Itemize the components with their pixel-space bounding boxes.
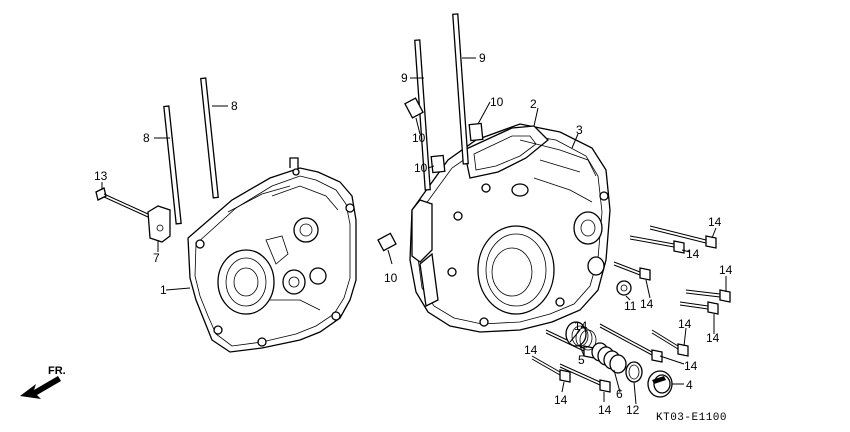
stud-bolts-9 xyxy=(414,13,469,191)
callout-7: 7 xyxy=(153,251,160,265)
callout-14: 14 xyxy=(684,359,698,373)
callout-8: 8 xyxy=(143,131,150,145)
bolt xyxy=(613,261,651,281)
oil-screen-5 xyxy=(565,321,597,351)
bolt xyxy=(651,329,689,357)
callout-11: 11 xyxy=(624,299,637,313)
callout-12: 12 xyxy=(626,403,640,417)
stud-bolts-8 xyxy=(163,77,219,225)
callout-14: 14 xyxy=(686,247,700,261)
callout-10: 10 xyxy=(490,95,504,109)
callout-14: 14 xyxy=(554,393,568,407)
callout-14: 14 xyxy=(706,331,720,345)
bracket xyxy=(147,205,171,243)
dowel-pins-10 xyxy=(377,97,484,252)
callout-10: 10 xyxy=(384,271,398,285)
callout-14: 14 xyxy=(708,215,722,229)
nut-11 xyxy=(616,280,632,296)
callout-14: 14 xyxy=(524,343,538,357)
callout-1: 1 xyxy=(160,283,167,297)
callout-9: 9 xyxy=(401,71,408,85)
callout-14: 14 xyxy=(719,263,733,277)
bolt xyxy=(629,235,685,254)
callout-3: 3 xyxy=(576,123,583,137)
right-crankcase xyxy=(409,123,611,333)
callout-14: 14 xyxy=(598,403,612,417)
bolt xyxy=(599,323,663,363)
o-ring-12 xyxy=(625,361,643,383)
callout-4: 4 xyxy=(686,378,693,392)
drain-plug-4 xyxy=(647,370,673,398)
front-direction-arrow xyxy=(20,376,61,399)
callout-14: 14 xyxy=(678,317,692,331)
callout-14: 14 xyxy=(574,319,588,333)
left-crankcase xyxy=(187,157,357,353)
callouts: 1 2 3 4 5 6 7 8 8 9 9 10 10 10 10 11 12 … xyxy=(94,51,733,417)
callout-8: 8 xyxy=(231,99,238,113)
bolt xyxy=(685,289,731,303)
callout-13: 13 xyxy=(94,169,108,183)
bolt-13 xyxy=(95,187,149,218)
bolt xyxy=(679,301,719,315)
bolt xyxy=(559,363,611,393)
callout-5: 5 xyxy=(578,353,585,367)
bolt xyxy=(531,355,571,383)
callout-14: 14 xyxy=(640,297,654,311)
diagram-code: KT03-E1100 xyxy=(656,412,727,424)
leader-lines xyxy=(101,57,727,405)
spring-6 xyxy=(591,342,627,374)
callout-10: 10 xyxy=(412,131,426,145)
callout-6: 6 xyxy=(616,387,623,401)
callout-9: 9 xyxy=(479,51,486,65)
callout-2: 2 xyxy=(530,97,537,111)
callout-10: 10 xyxy=(414,161,428,175)
front-direction-label: FR. xyxy=(48,365,66,377)
